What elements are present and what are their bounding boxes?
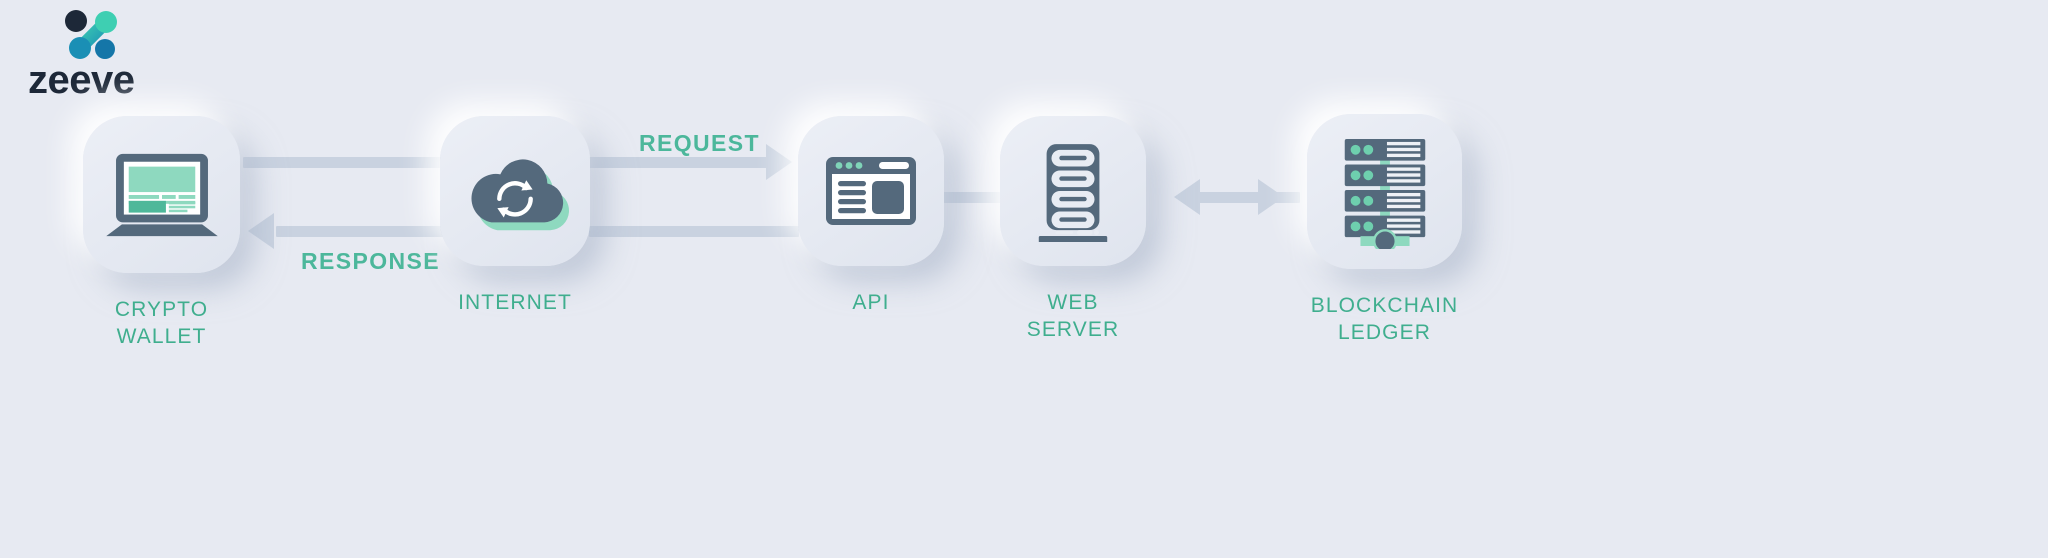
brand-wordmark: zeeve (28, 58, 135, 102)
browser-window-icon (798, 116, 944, 266)
flow-label-response: RESPONSE (301, 248, 441, 274)
arrowhead-left-to-wallet (248, 213, 274, 249)
connector-internet-to-api-top (589, 157, 769, 168)
node-internet[interactable]: INTERNET (440, 116, 590, 314)
node-crypto-wallet[interactable]: CRYPTO WALLET (83, 116, 240, 348)
brand-logo[interactable]: zeeve (28, 8, 248, 108)
connector-web-server-to-ledger (1196, 192, 1300, 203)
flow-label-request: REQUEST (639, 130, 760, 156)
node-label-web-server: WEB SERVER (1026, 291, 1120, 341)
node-blockchain-ledger[interactable]: BLOCKCHAIN LEDGER (1307, 114, 1462, 344)
node-api[interactable]: API (798, 116, 944, 314)
zeeve-node-z-logo-icon (56, 8, 126, 66)
connector-internet-to-wallet-bottom (276, 226, 454, 237)
connector-wallet-to-internet-top (243, 157, 451, 168)
arrowhead-right-to-api (766, 144, 792, 180)
cloud-sync-icon (440, 116, 590, 266)
node-label-crypto-wallet: CRYPTO WALLET (114, 298, 209, 348)
server-rack-icon (1000, 116, 1146, 266)
connector-api-to-internet-bottom (589, 226, 799, 237)
arrowhead-right-to-ledger (1258, 179, 1284, 215)
node-web-server[interactable]: WEB SERVER (1000, 116, 1146, 341)
node-label-api: API (852, 291, 890, 314)
laptop-icon (83, 116, 240, 273)
blockchain-blocks-icon (1307, 114, 1462, 269)
connector-api-to-web-server (940, 192, 1008, 203)
arrowhead-left-to-web-server (1174, 179, 1200, 215)
node-label-blockchain-ledger: BLOCKCHAIN LEDGER (1310, 294, 1459, 344)
node-label-internet: INTERNET (458, 291, 572, 314)
